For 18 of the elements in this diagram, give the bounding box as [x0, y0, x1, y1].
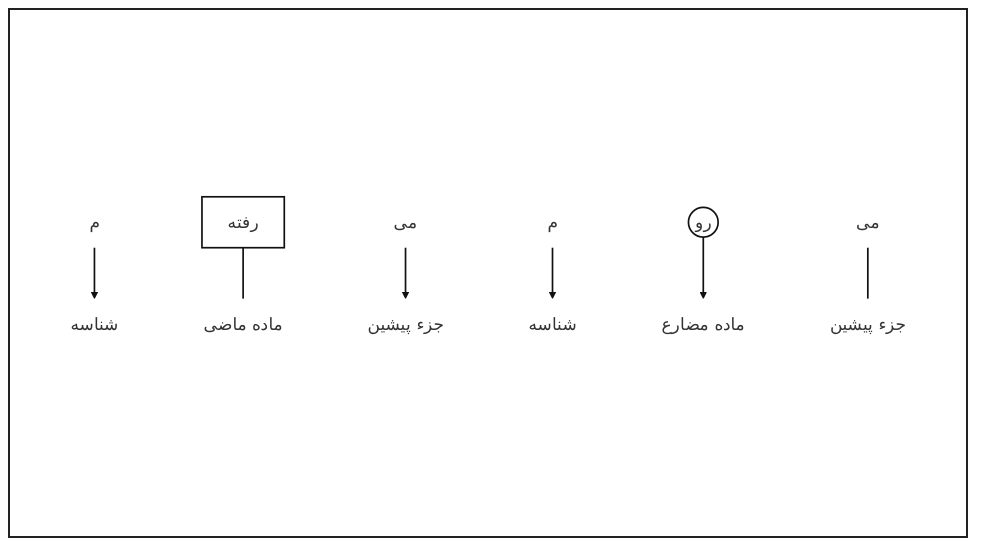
- arrow: [700, 236, 708, 299]
- connector: [242, 248, 244, 298]
- node-text: ماده مضارع: [662, 314, 746, 334]
- arrow: [548, 248, 556, 299]
- node-text: شناسه: [70, 314, 119, 334]
- node-text: شناسه: [528, 314, 577, 334]
- node-box: [201, 196, 286, 248]
- node-text: م: [547, 212, 558, 232]
- arrow: [402, 248, 410, 299]
- arrow: [90, 248, 98, 299]
- node-text: می: [394, 212, 418, 232]
- node-circle: [688, 206, 719, 238]
- node-text: جزء پیشین: [830, 314, 906, 334]
- node-text: جزء پیشین: [368, 314, 444, 334]
- node-text: می: [856, 212, 880, 232]
- node-text: م: [89, 212, 100, 232]
- node-text: ماده ماضی: [204, 314, 283, 334]
- connector: [866, 248, 869, 298]
